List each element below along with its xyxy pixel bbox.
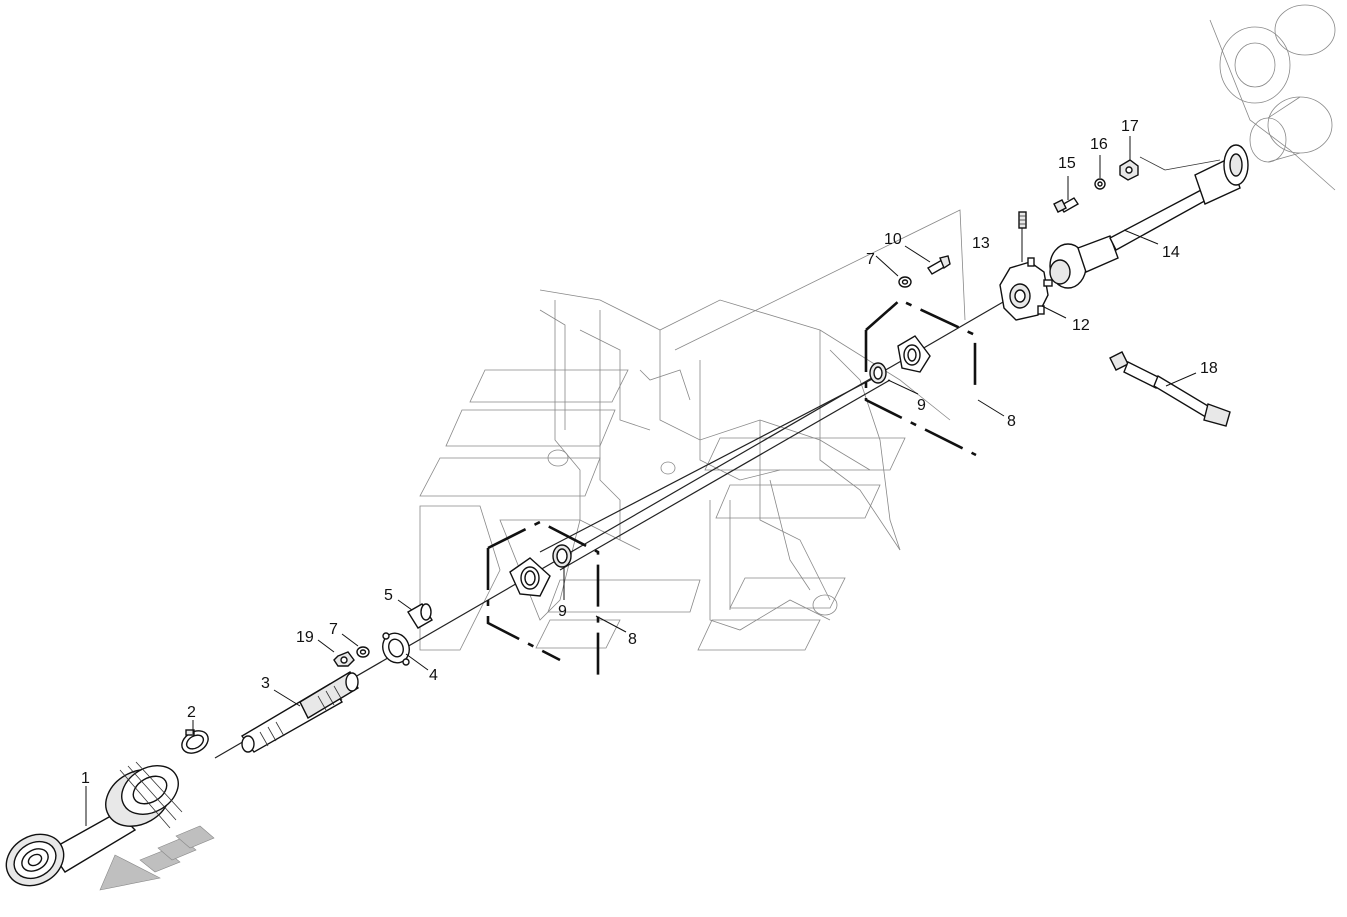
hydraulic-line-part-18[interactable] — [1109, 351, 1231, 427]
callout-8-upper: 8 — [1007, 413, 1016, 430]
bearing-flange-upper[interactable] — [897, 335, 931, 373]
gearbox-housing — [1209, 4, 1336, 191]
callout-7-upper: 7 — [866, 251, 875, 268]
callout-16: 16 — [1090, 136, 1108, 153]
nut-part-17[interactable] — [1119, 159, 1139, 181]
bearing-part-9-lower[interactable] — [552, 544, 572, 568]
washer-part-7-upper[interactable] — [898, 276, 912, 288]
callout-9-upper: 9 — [917, 397, 926, 414]
callout-2: 2 — [187, 704, 196, 721]
bushing-part-5[interactable] — [407, 603, 433, 629]
callout-9-lower: 9 — [558, 603, 567, 620]
bearing-assembly-upper — [864, 298, 977, 457]
cardan-shaft-part-14[interactable] — [1049, 144, 1249, 289]
callout-18: 18 — [1200, 360, 1218, 377]
callout-10: 10 — [884, 231, 902, 248]
background-watermark-lettering — [419, 369, 906, 651]
callout-19: 19 — [296, 629, 314, 646]
callout-labels: 1 2 3 4 5 7 19 9 8 9 8 7 10 13 12 14 15 … — [81, 118, 1218, 787]
callout-15: 15 — [1058, 155, 1076, 172]
bearing-part-9-upper[interactable] — [869, 362, 887, 384]
machine-frame-outline — [539, 209, 966, 631]
callout-7-lower: 7 — [329, 621, 338, 638]
callout-12: 12 — [1072, 317, 1090, 334]
callout-8-lower: 8 — [628, 631, 637, 648]
direction-arrow-icon — [99, 825, 215, 891]
callout-4: 4 — [429, 667, 438, 684]
hose-clamp-part-2[interactable] — [178, 726, 212, 757]
nut-part-19[interactable] — [333, 651, 355, 667]
callout-13: 13 — [972, 235, 990, 252]
leader-lines — [85, 136, 1197, 826]
callout-17: 17 — [1121, 118, 1139, 135]
bolt-part-15[interactable] — [1053, 197, 1079, 213]
callout-14: 14 — [1162, 244, 1180, 261]
flange-ring-part-4[interactable] — [379, 629, 414, 666]
callout-1: 1 — [81, 770, 90, 787]
grub-screw-part-13[interactable] — [1018, 211, 1027, 262]
bearing-flange-lower[interactable] — [509, 557, 551, 597]
bolt-part-10[interactable] — [927, 255, 951, 275]
callout-3: 3 — [261, 675, 270, 692]
pto-drive-shaft-part-1[interactable] — [0, 756, 187, 896]
star-coupling-part-12[interactable] — [999, 257, 1053, 321]
splined-shaft-part-3[interactable] — [240, 671, 359, 753]
washer-part-16[interactable] — [1094, 178, 1106, 190]
callout-5: 5 — [384, 587, 393, 604]
bearing-assembly-lower — [486, 520, 600, 675]
washer-part-7-lower[interactable] — [356, 646, 370, 658]
